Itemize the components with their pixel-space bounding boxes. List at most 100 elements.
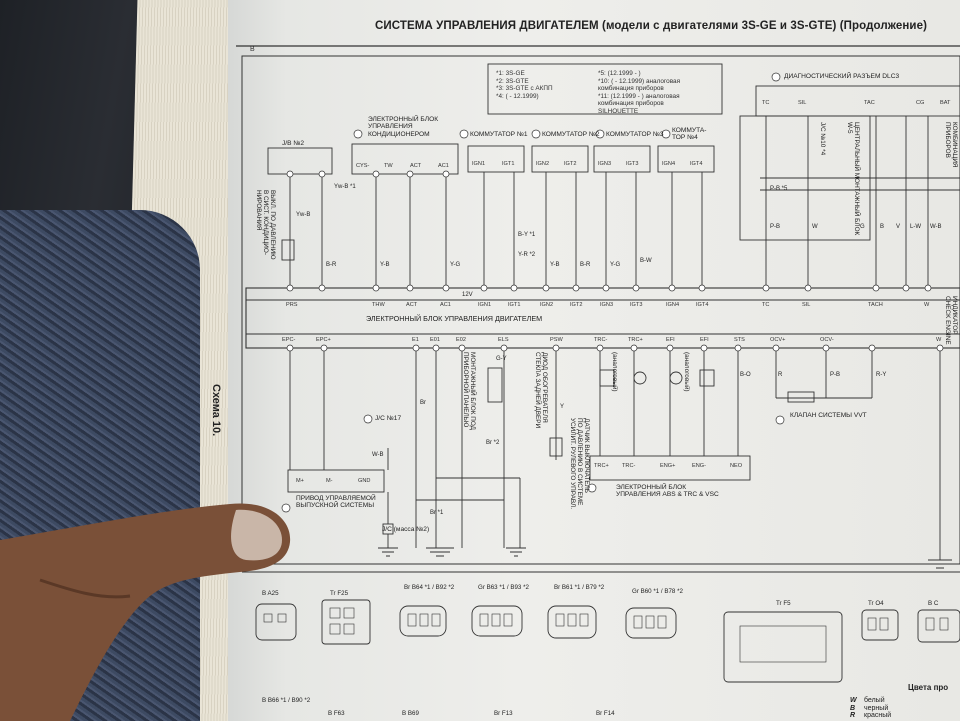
page-title: СИСТЕМА УПРАВЛЕНИЯ ДВИГАТЕЛЕМ (модели с … [375,20,927,32]
ecu-terminal: IGT3 [630,302,643,308]
exhaust-pin: M- [326,478,333,484]
ecu-terminal: IGN2 [540,302,554,308]
wire-label: Y-G [610,262,621,268]
connector-code: Tr F25 [330,590,349,597]
ignitor-3-label: КОММУТАТОР №3 [606,131,664,138]
dlc-label: ДИАГНОСТИЧЕСКИЙ РАЗЪЕМ DLC3 [784,73,900,80]
exhaust-pin: GND [358,478,371,484]
sheet-letter: B [250,46,255,53]
ac-pin: CYS- [356,163,370,169]
wire-label: V [896,224,901,230]
ecu-terminal: OCV- [820,337,834,343]
wire-label: B-W [640,258,652,264]
wire-label: B-R [326,262,337,268]
ac-pin: TW [384,163,393,169]
connector-code: Gr B60 *1 / B78 *2 [632,588,683,595]
ecu-terminal: E01 [430,337,440,343]
ecu-terminal: ACT [406,302,418,308]
wire-label: Yw-B *1 [334,184,356,190]
abs-pin: TRC- [622,463,636,469]
ignitor-4-label: КОММУТА-ТОР №4 [672,127,707,142]
wire-label: Br [420,400,426,406]
analog-note: (аналоговый) [611,352,618,392]
abs-pin: NEO [730,463,743,469]
footnote: *4: ( - 12.1999) [496,92,539,100]
footnote: SILHOUETTE [598,107,639,115]
wire-label: P-B [770,224,781,230]
wire-label: Y-B [380,262,390,268]
jc10-label: J/C №10 *4 [819,122,826,156]
wire-label: Y-B [550,262,560,268]
wire-label: G [860,224,865,230]
footnote: *2: 3S-GTE [496,77,529,85]
connector-code: B A25 [262,590,279,597]
ecu-terminal: W [924,302,930,308]
connector-code: Tr F5 [776,600,791,607]
footnote: комбинация приборов [598,100,664,108]
jb-label: J/B №2 [282,140,305,147]
abs-pin: ENG- [692,463,706,469]
ign-pin: IGN4 [662,161,676,167]
dlc-pin: CG [916,100,925,106]
ecu-terminal: AC1 [440,302,451,308]
ecu-terminal: SIL [802,302,811,308]
ecu-terminal: EPC+ [316,337,331,343]
ecu-terminal: E1 [412,337,419,343]
connector-code: B C [928,600,939,607]
wire-label: 12V [462,292,473,298]
exhaust-pin: M+ [296,478,304,484]
ecu-terminal: TACH [868,302,883,308]
ign-pin: IGT2 [564,161,577,167]
wire-label: Y [560,404,565,410]
connector-code: Br F14 [596,710,615,717]
abs-pin: ENG+ [660,463,676,469]
schema-label: Схема 10. [210,384,222,437]
wire-label: B [880,224,885,230]
dlc-pin: TC [762,100,770,106]
ecu-terminal: STS [734,337,745,343]
ac-pin: AC1 [438,163,449,169]
ecu-terminal: EPC- [282,337,296,343]
ecu-terminal: IGN4 [666,302,680,308]
ign-pin: IGT4 [690,161,703,167]
jc17-label: J/C №17 [375,415,402,422]
footnote: *5: (12.1999 - ) [598,70,641,77]
wire-label: Y-G [450,262,461,268]
wire-label: P-B [830,372,841,378]
ign-pin: IGN3 [598,161,612,167]
wire-label: B-Y *1 [518,232,536,238]
wire-label: Br *2 [486,440,500,446]
diagram-page [228,0,960,721]
footnote: *11: (12.1999 - ) аналоговая [598,92,680,100]
connector-code: B B69 [402,710,419,717]
color-legend-title: Цвета про [908,683,949,692]
ecu-terminal: TRC- [594,337,608,343]
ignitor-1-label: КОММУТАТОР №1 [470,131,528,138]
wire-label: Y-R *2 [518,252,536,258]
ecu-terminal: EFI [700,337,709,343]
engine-ecu-label: ЭЛЕКТРОННЫЙ БЛОК УПРАВЛЕНИЯ ДВИГАТЕЛЕМ [366,314,543,323]
ecu-terminal: PSW [550,337,563,343]
connector-code: Gr B63 *1 / B93 *2 [478,584,529,591]
jc-ground-label: J/C (масса №2) [382,526,430,533]
ign-pin: IGT1 [502,161,515,167]
ecu-terminal: ELS [498,337,509,343]
connector-code: Tr O4 [868,600,884,607]
ecu-terminal: OCV+ [770,337,786,343]
ecu-terminal: IGT1 [508,302,521,308]
ecu-terminal: TC [762,302,770,308]
footnotes-right: *5: (12.1999 - ) *10: ( - 12.1999) анало… [598,70,680,116]
ecu-terminal: IGT2 [570,302,583,308]
